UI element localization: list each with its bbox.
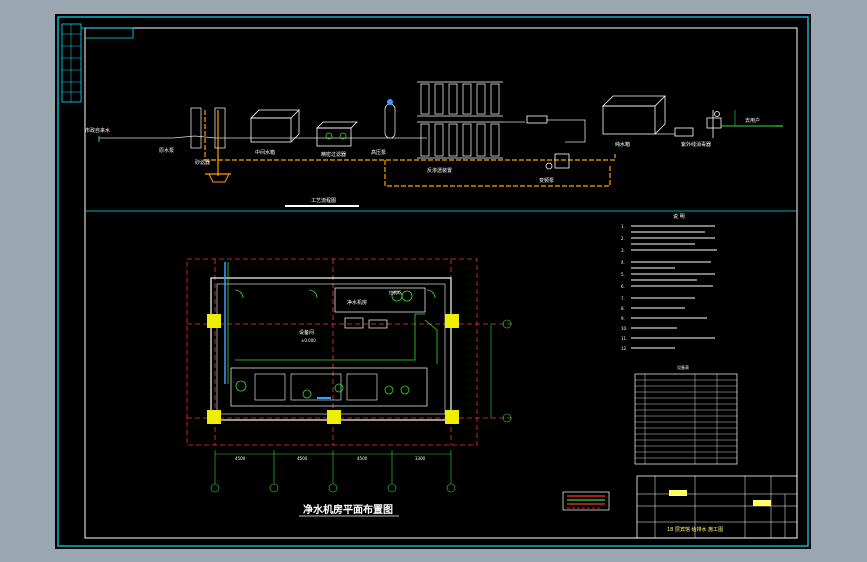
precision-filter — [384, 99, 396, 139]
axis-boundary — [186, 258, 478, 446]
cad-drawing: 市政自来水 原水泵 砂滤器 中间水箱 精密过滤器 高压泵 反渗透装置 纯水箱 变… — [57, 16, 809, 547]
note-number: 9. — [621, 316, 625, 321]
note-number: 12. — [621, 346, 627, 351]
note-number: 8. — [621, 306, 625, 311]
pump-skid — [316, 121, 358, 147]
title-block: 18 层宾馆 给排水 施工图 — [636, 475, 798, 539]
plan-title: 净水机房平面布置图 — [303, 503, 393, 516]
room-label: ±0.000 — [301, 338, 316, 343]
room-label: 净水机房 — [347, 299, 367, 306]
dim-label: 3300 — [415, 456, 426, 461]
process-label: 砂滤器 — [195, 159, 210, 166]
equipment-table: 设备表 — [634, 364, 738, 465]
sand-filter-2 — [214, 107, 226, 149]
process-label: 精密过滤器 — [321, 151, 346, 158]
binding-strip — [61, 23, 134, 103]
booster-pump — [545, 153, 570, 170]
note-number: 10. — [621, 326, 627, 331]
pure-water-tank — [602, 95, 666, 135]
note-number: 6. — [621, 284, 625, 289]
sand-filter-1 — [190, 107, 202, 149]
process-label: 原水泵 — [159, 147, 174, 154]
note-text-lines — [631, 225, 717, 349]
drain-pit — [205, 173, 231, 183]
process-flow: 市政自来水 原水泵 砂滤器 中间水箱 精密过滤器 高压泵 反渗透装置 纯水箱 变… — [85, 81, 783, 207]
cad-viewport[interactable]: 市政自来水 原水泵 砂滤器 中间水箱 精密过滤器 高压泵 反渗透装置 纯水箱 变… — [55, 14, 811, 549]
note-number: 1. — [621, 224, 625, 229]
process-label: 变频泵 — [539, 177, 554, 184]
flow-caption: 工艺流程图 — [311, 197, 336, 204]
notes-heading: 说 明 — [673, 213, 685, 220]
title-block-text: 18 层宾馆 给排水 施工图 — [667, 526, 723, 533]
note-number: 3. — [621, 248, 625, 253]
uv-unit — [526, 115, 548, 124]
outer-frame — [57, 16, 809, 547]
equipment-row — [230, 367, 428, 407]
process-label: 纯水箱 — [615, 141, 630, 148]
columns — [207, 314, 459, 424]
notes: 说 明 1. 2. 3. 4. 5. 6. 7. 8. 9. 10. 11. 1… — [621, 213, 717, 351]
process-label: 紫外线消毒器 — [681, 141, 711, 148]
output-tower — [706, 110, 722, 138]
ro-membrane-bank-upper — [417, 81, 503, 117]
dim-label: 4500 — [357, 456, 368, 461]
room-label: 设备间 — [299, 329, 314, 336]
room-label: 控制柜 — [389, 289, 401, 295]
floor-plan: 4500 4500 4500 3300 净水机房 控制柜 设备间 ±0.000 … — [186, 258, 515, 517]
note-number: 2. — [621, 236, 625, 241]
process-label: 去用户 — [745, 117, 760, 124]
dim-label: 4500 — [297, 456, 308, 461]
inner-frame — [84, 27, 798, 539]
note-number: 7. — [621, 296, 625, 301]
note-number: 11. — [621, 336, 627, 341]
control-room — [334, 287, 426, 313]
process-label: 中间水箱 — [255, 149, 275, 156]
ro-membrane-bank-lower — [417, 121, 503, 159]
note-number: 4. — [621, 260, 625, 265]
uv-sterilizer — [674, 127, 694, 137]
process-label: 高压泵 — [371, 149, 386, 156]
process-label: 反渗透装置 — [427, 167, 452, 174]
table-heading: 设备表 — [677, 364, 689, 370]
dim-label: 4500 — [235, 456, 246, 461]
intermediate-tank — [250, 109, 300, 143]
legend-box — [562, 491, 610, 511]
process-label: 市政自来水 — [85, 127, 110, 134]
note-number: 5. — [621, 272, 625, 277]
